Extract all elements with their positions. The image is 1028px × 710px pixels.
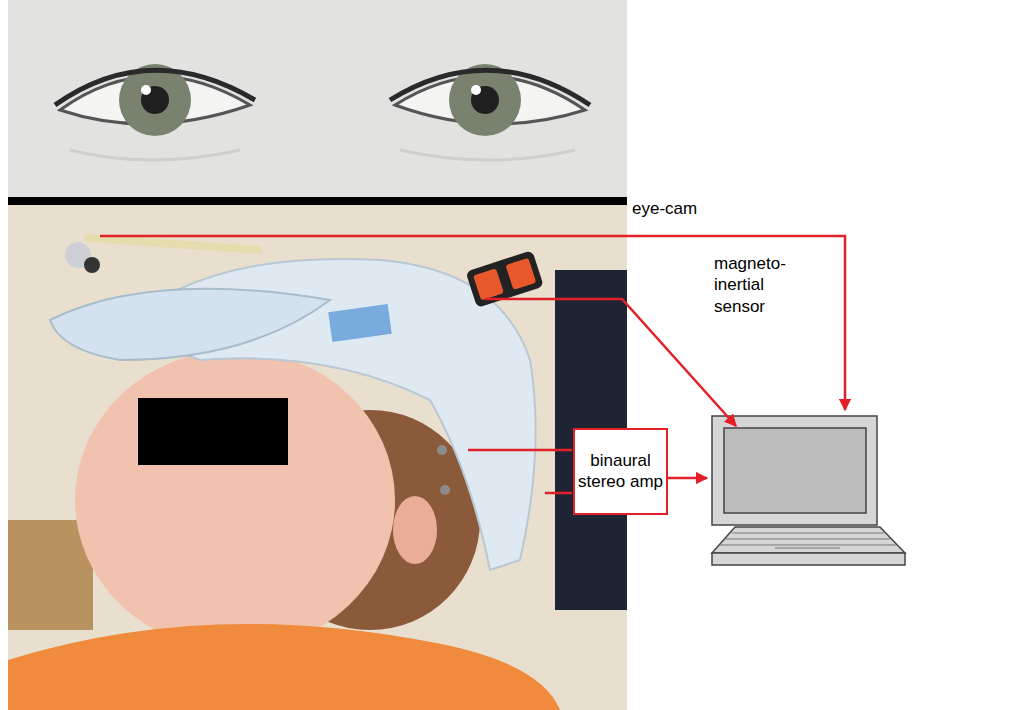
child-photo	[8, 205, 627, 710]
laptop-icon	[712, 416, 905, 565]
eyes-photo	[8, 0, 627, 205]
part-label: magneto- inertial sensor	[714, 253, 800, 317]
signal-lines	[100, 236, 845, 493]
part-label: eye-cam	[632, 198, 752, 219]
amp-box: binaural stereo amp	[573, 428, 668, 515]
box-text: binaural stereo amp	[575, 451, 666, 492]
